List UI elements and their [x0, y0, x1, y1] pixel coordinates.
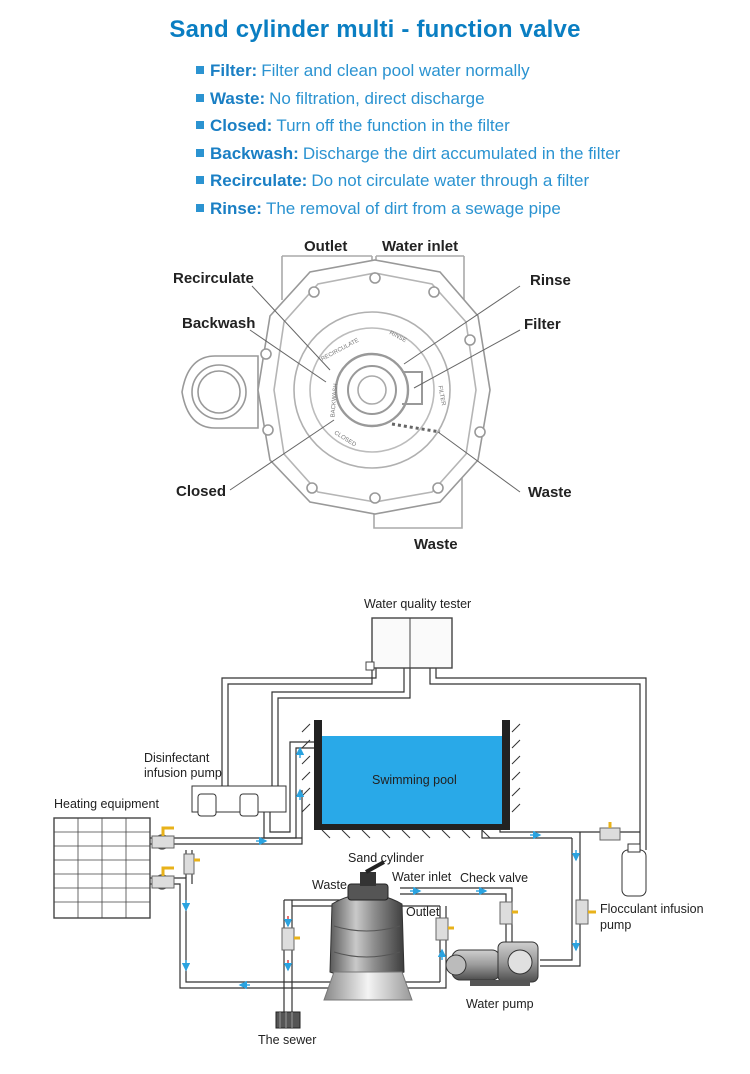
valve-handle-icon: [281, 927, 300, 951]
bullet-icon: [196, 121, 204, 130]
dial-center: [357, 375, 387, 405]
dial-mid-ring: [309, 327, 435, 453]
bullet-icon: [196, 66, 204, 74]
valve-label-rinse: Rinse: [530, 272, 571, 289]
bullet-icon: [196, 203, 204, 212]
label-water-quality-tester: Water quality tester: [364, 597, 471, 611]
label-flocculant-line1: Flocculant infusion: [600, 902, 704, 916]
label-sand-cylinder: Sand cylinder: [348, 851, 424, 865]
sand-cylinder: [323, 860, 413, 1001]
water-quality-tester: [365, 617, 453, 671]
mode-desc: Turn off the function in the filter: [276, 116, 510, 136]
valve-label-filter: Filter: [524, 316, 561, 333]
mode-list: Filter:Filter and clean pool water norma…: [196, 60, 620, 226]
mode-item-waste: Waste:No filtration, direct discharge: [196, 88, 620, 116]
mode-desc: No filtration, direct discharge: [269, 88, 485, 108]
valve-label-backwash: Backwash: [182, 315, 255, 332]
page-title: Sand cylinder multi - function valve: [169, 16, 581, 43]
label-outlet: Outlet: [406, 905, 440, 919]
label-water-pump: Water pump: [466, 997, 534, 1011]
mode-term: Recirculate:: [210, 171, 308, 191]
flocculant-pump: [621, 843, 647, 897]
label-swimming-pool: Swimming pool: [372, 773, 457, 787]
disinfectant-pump: [191, 785, 287, 817]
valve-label-waste-bottom: Waste: [414, 536, 458, 553]
valve-leader-lines: [229, 285, 521, 493]
bullet-icon: [196, 93, 204, 102]
dial-hub-outer: [334, 352, 410, 428]
dial-text-backwash: BACKWASH: [330, 383, 339, 418]
mode-term: Waste:: [210, 88, 266, 108]
mode-item-rinse: Rinse:The removal of dirt from a sewage …: [196, 198, 620, 226]
mode-item-filter: Filter:Filter and clean pool water norma…: [196, 60, 620, 88]
dial-handle: [402, 371, 423, 405]
water-pump: [445, 941, 539, 986]
mode-term: Closed:: [210, 116, 273, 136]
swimming-pool: [301, 720, 521, 839]
valve-label-outlet: Outlet: [304, 238, 347, 255]
valve-handle-icon: [151, 826, 175, 849]
valve-label-closed: Closed: [176, 483, 226, 500]
mode-desc: Filter and clean pool water normally: [261, 61, 530, 80]
ball-valves: [151, 822, 621, 951]
label-check-valve: Check valve: [460, 871, 528, 885]
label-the-sewer: The sewer: [258, 1033, 316, 1047]
dial-text-filter: FILTER: [436, 385, 446, 407]
bolt-holes: [260, 272, 486, 504]
waste-pointer: [391, 422, 441, 434]
valve-handle-icon: [599, 822, 621, 841]
valve-handle-icon: [435, 917, 454, 941]
valve-handle-icon: [499, 901, 518, 925]
valve-handle-icon: [151, 866, 175, 889]
heating-equipment: [53, 817, 170, 919]
valve-handle-icon: [575, 899, 596, 925]
mode-desc: The removal of dirt from a sewage pipe: [265, 198, 561, 218]
label-disinfectant-line2: infusion pump: [144, 766, 222, 780]
valve-handle-icon: [183, 853, 200, 875]
label-disinfectant-line1: Disinfectant: [144, 751, 210, 765]
mode-term: Backwash:: [210, 143, 299, 163]
mode-term: Rinse:: [210, 198, 262, 218]
label-waste: Waste: [312, 878, 347, 892]
label-heating-equipment: Heating equipment: [54, 797, 159, 811]
sewer-drain: [275, 1011, 301, 1029]
valve-top-view: [181, 255, 491, 529]
pipe-network: [150, 667, 647, 1012]
mode-desc: Discharge the dirt accumulated in the fi…: [302, 143, 621, 163]
valve-label-waste-right: Waste: [528, 484, 572, 501]
bullet-icon: [196, 148, 204, 157]
dial-outer-ring: [293, 311, 451, 469]
mode-item-backwash: Backwash:Discharge the dirt accumulated …: [196, 143, 620, 171]
mode-desc: Do not circulate water through a filter: [311, 171, 590, 191]
mode-term: Filter:: [210, 61, 258, 80]
dial-hub: [347, 365, 397, 415]
valve-label-recirculate: Recirculate: [173, 270, 254, 287]
flow-arrows: [181, 746, 581, 990]
side-port-ring: [191, 364, 247, 420]
valve-label-water-inlet: Water inlet: [382, 238, 458, 255]
mode-item-closed: Closed:Turn off the function in the filt…: [196, 115, 620, 143]
label-water-inlet: Water inlet: [392, 870, 452, 884]
side-port-inner: [197, 370, 241, 414]
bullet-icon: [196, 176, 204, 185]
mode-item-recirculate: Recirculate:Do not circulate water throu…: [196, 170, 620, 198]
label-flocculant-line2: pump: [600, 918, 631, 932]
valve-flange: [257, 259, 491, 515]
